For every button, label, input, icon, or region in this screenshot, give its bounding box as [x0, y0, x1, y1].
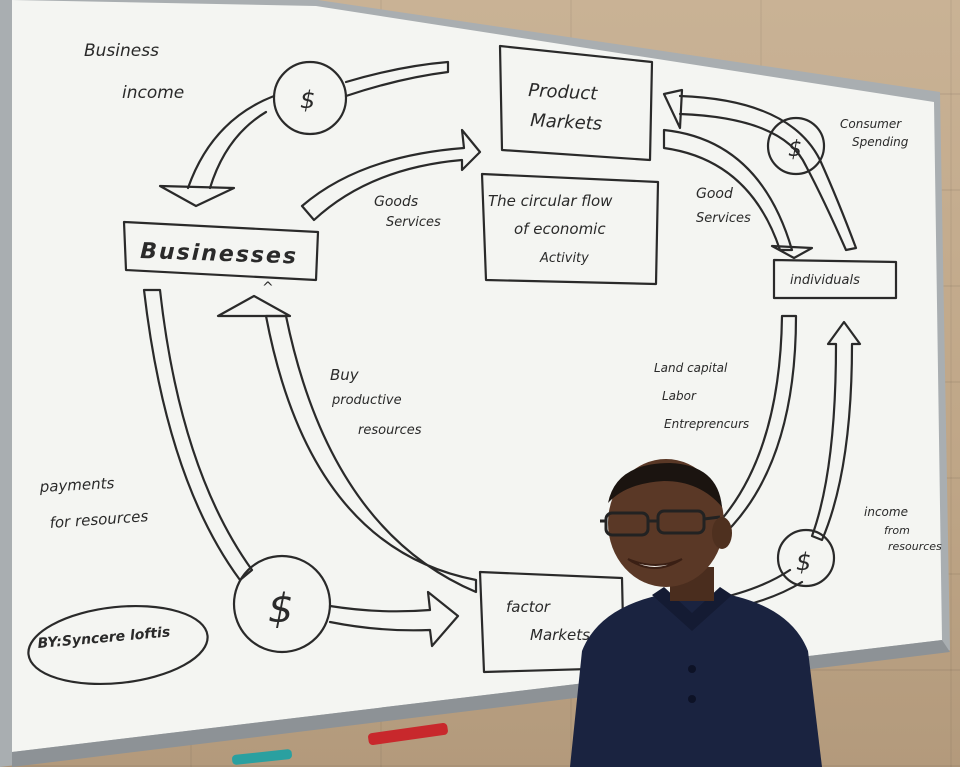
label-land-capital: Land capital [654, 361, 728, 375]
dollar-sign-3: $ [268, 586, 293, 632]
shirt-button [688, 665, 696, 673]
label-business-income-2: income [122, 83, 184, 103]
arrow-head-good-services [770, 244, 814, 260]
label-labor: Labor [662, 389, 697, 403]
label-consumer: Consumer [840, 117, 902, 131]
label-productive: productive [331, 393, 402, 408]
label-spending: Spending [852, 135, 909, 149]
label-goods: Goods [374, 194, 418, 210]
label-good: Good [696, 186, 733, 202]
label-services: Services [386, 215, 441, 230]
arrow-good-services [662, 128, 794, 252]
arrow-head-buy-resources [216, 294, 292, 318]
glasses-left-lens [604, 511, 650, 537]
ear [712, 517, 732, 549]
face [608, 459, 724, 587]
smile [627, 558, 683, 569]
shirt-button [688, 695, 696, 703]
arrow-head-consumer-spending [662, 88, 684, 130]
dollar-circle-consumer-spending [766, 116, 826, 176]
glasses-frame [600, 515, 721, 523]
individuals-box [772, 258, 898, 300]
label-payments: payments [38, 474, 115, 496]
product-markets-box [498, 44, 654, 162]
label-businesses: Businesses [140, 239, 299, 269]
label-business-income-1: Business [84, 41, 159, 61]
label-resources: resources [358, 423, 422, 438]
dollar-circle-income-resources [776, 528, 836, 588]
title-line-2: of economic [514, 220, 606, 238]
businesses-box [122, 220, 320, 282]
label-income: income [864, 505, 908, 519]
caret-mark: ^ [262, 280, 274, 296]
label-good-services: Services [696, 211, 751, 226]
label-individuals: individuals [790, 273, 860, 288]
shirt [570, 593, 822, 767]
arrow-business-income [186, 94, 276, 190]
red-marker [368, 723, 448, 745]
dollar-sign-1: $ [300, 86, 315, 114]
dollar-sign-4: $ [796, 548, 811, 576]
label-from-resources: resources [888, 540, 942, 553]
label-from: from [884, 524, 910, 537]
dollar-sign-2: $ [788, 137, 802, 162]
label-factor: factor [506, 598, 551, 616]
arrow-consumer-spending [678, 94, 858, 252]
arrow-payments-to-factor [328, 590, 460, 648]
arrow-income-resources [810, 320, 862, 542]
label-buy: Buy [330, 366, 360, 384]
dollar-circle-payments [232, 554, 332, 654]
label-product-markets-1: Product [528, 80, 599, 105]
dollar-circle-business-income [272, 60, 348, 136]
teal-marker [232, 749, 292, 765]
title-box [480, 172, 660, 286]
arrow-goods-services [300, 128, 482, 222]
student-photo [570, 459, 822, 767]
author-ellipse [27, 604, 209, 686]
hair [608, 463, 722, 507]
title-line-3: Activity [539, 251, 589, 266]
arrow-payments [142, 288, 254, 582]
arrow-tail-business-income [344, 60, 450, 98]
label-entrepreneurs: Entreprencurs [664, 417, 749, 431]
arrow-head-business-income [158, 184, 236, 208]
label-factor-markets: Markets [530, 626, 590, 644]
title-line-1: The circular flow [488, 192, 613, 210]
label-product-markets-2: Markets [530, 110, 603, 135]
